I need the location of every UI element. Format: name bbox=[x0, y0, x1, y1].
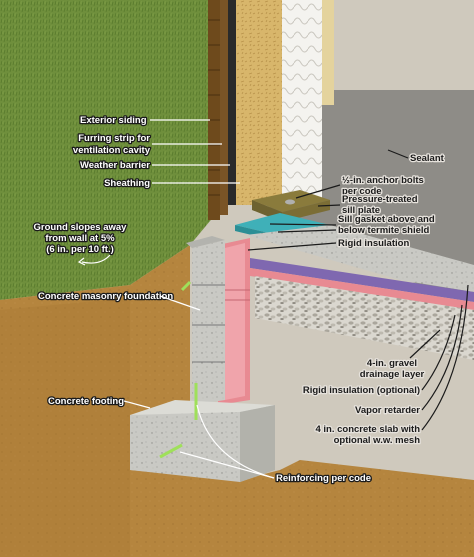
label-gravel-text-1: 4-in. gravel bbox=[367, 358, 417, 369]
label-vapor-retarder-text: Vapor retarder bbox=[355, 405, 420, 416]
concrete-slab bbox=[245, 225, 474, 292]
label-slab-text-2: optional w.w. mesh bbox=[334, 435, 421, 446]
label-gravel: 4-in. gravel drainage layer bbox=[358, 329, 441, 381]
label-weather-barrier-text: Weather barrier bbox=[80, 160, 150, 171]
label-rigid-insulation: Rigid insulation bbox=[247, 237, 411, 251]
label-sill-plate-text-1: Pressure-treated bbox=[342, 194, 418, 205]
reinforcing-bar-footing bbox=[159, 443, 183, 459]
label-sealant-text: Sealant bbox=[410, 153, 445, 164]
label-anchor-bolts: ½-in. anchor bolts per code bbox=[295, 174, 425, 199]
exterior-siding-boards bbox=[208, 0, 220, 220]
label-sill-gasket-text-1: Sill gasket above and bbox=[338, 214, 435, 225]
label-concrete-footing-text: Concrete footing bbox=[48, 396, 124, 407]
label-vapor-retarder: Vapor retarder bbox=[354, 304, 463, 417]
label-anchor-bolts-text-1: ½-in. anchor bolts bbox=[342, 175, 424, 186]
label-sill-plate: Pressure-treated sill plate bbox=[317, 193, 419, 217]
label-reinforcing-text: Reinforcing per code bbox=[276, 473, 371, 484]
label-slab: 4 in. concrete slab with optional w.w. m… bbox=[314, 284, 469, 447]
wall-insulation bbox=[282, 0, 322, 200]
slope-arrow bbox=[81, 254, 111, 264]
label-ground-slope: Ground slopes away from wall at 5% (6 in… bbox=[32, 221, 128, 266]
label-ground-slope-text-1: Ground slopes away bbox=[34, 222, 128, 233]
label-sill-gasket: Sill gasket above and below termite shie… bbox=[269, 213, 436, 237]
label-ground-slope-text-3: (6 in. per 10 ft.) bbox=[46, 244, 114, 255]
label-exterior-siding: Exterior siding bbox=[79, 114, 210, 127]
label-rigid-insulation-text: Rigid insulation bbox=[338, 238, 409, 249]
soil bbox=[0, 245, 474, 557]
gravel-layer bbox=[255, 276, 474, 360]
label-reinforcing: Reinforcing per code bbox=[179, 404, 372, 485]
lawn bbox=[0, 0, 215, 300]
label-concrete-footing: Concrete footing bbox=[47, 395, 151, 409]
label-sealant: Sealant bbox=[387, 149, 446, 165]
label-sheathing-text: Sheathing bbox=[104, 178, 150, 189]
label-rigid-insulation-optional-text: Rigid insulation (optional) bbox=[303, 385, 420, 396]
label-gravel-text-2: drainage layer bbox=[360, 369, 425, 380]
weather-barrier bbox=[228, 0, 236, 205]
label-ground-slope-text-2: from wall at 5% bbox=[45, 233, 115, 244]
label-anchor-bolts-text-2: per code bbox=[342, 186, 382, 197]
label-weather-barrier: Weather barrier bbox=[79, 159, 230, 172]
anchor-bolt bbox=[285, 199, 295, 205]
label-furring-text-1: Furring strip for bbox=[78, 133, 150, 144]
label-furring-strip: Furring strip for ventilation cavity bbox=[72, 132, 222, 157]
furring-strip bbox=[220, 0, 228, 215]
label-masonry-foundation-text: Concrete masonry foundation bbox=[38, 291, 173, 302]
label-slab-text-1: 4 in. concrete slab with bbox=[315, 424, 420, 435]
sheathing-panel bbox=[236, 0, 282, 205]
label-furring-text-2: ventilation cavity bbox=[73, 145, 151, 156]
label-masonry-foundation: Concrete masonry foundation bbox=[37, 290, 201, 311]
label-sill-gasket-text-2: below termite shield bbox=[338, 225, 430, 236]
label-sheathing: Sheathing bbox=[103, 177, 240, 190]
vapor-retarder bbox=[250, 258, 474, 302]
label-sill-plate-text-2: sill plate bbox=[342, 205, 380, 216]
label-exterior-siding-text: Exterior siding bbox=[80, 115, 147, 126]
masonry-foundation bbox=[192, 240, 225, 405]
label-rigid-insulation-optional: Rigid insulation (optional) bbox=[302, 314, 456, 397]
